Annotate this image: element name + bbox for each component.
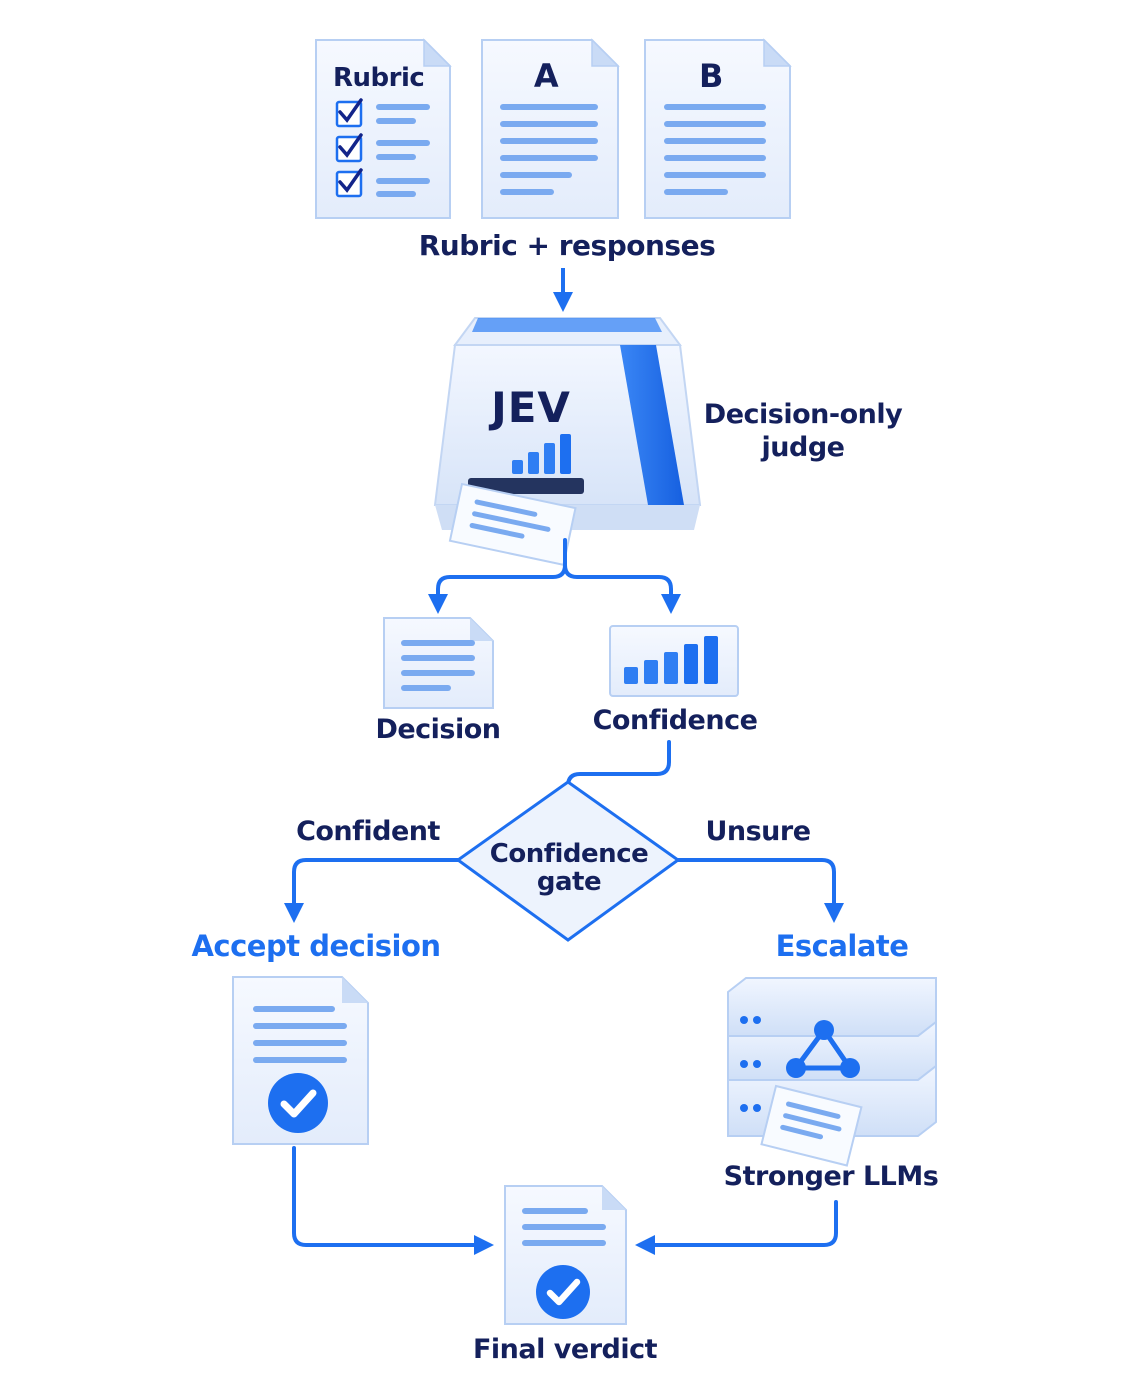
decision-label: Decision [375,714,501,745]
check-circle-icon [536,1265,590,1319]
judge-caption-line1: Decision-only [703,399,903,430]
final-verdict-document [504,1185,627,1325]
judge-name: JEV [491,383,571,432]
unsure-branch-label: Unsure [705,816,811,847]
escalate-label: Escalate [775,929,909,963]
decision-document [383,617,494,709]
bar-chart-icon [624,636,718,684]
final-verdict-label: Final verdict [472,1334,658,1365]
accept-decision-label: Accept decision [191,929,441,963]
response-b-document [644,38,792,219]
split-connector [428,538,681,614]
printed-sheet [760,1084,863,1167]
confidence-label: Confidence [592,705,758,736]
gate-branches [284,858,844,923]
server-stack-icon [727,977,937,1167]
gate-label-line2: gate [536,867,602,897]
response-a-document [481,38,620,219]
stronger-llms-label: Stronger LLMs [723,1161,939,1192]
inputs-caption: Rubric + responses [418,229,716,262]
bar-chart-icon [512,434,571,474]
checklist-icon [335,98,430,198]
printer-icon [433,317,702,567]
response-a-label: A [533,57,559,95]
accepted-document [232,976,369,1145]
judge-caption-line2: judge [761,432,845,463]
confidence-card [609,625,739,697]
merge-connector [292,1146,838,1255]
confident-branch-label: Confident [296,816,440,847]
network-icon [786,1020,860,1078]
confidence-gate-diamond [455,780,681,942]
response-b-label: B [699,57,723,95]
arrow-to-gate [566,740,671,790]
gate-label-line1: Confidence [489,839,649,869]
check-circle-icon [268,1073,328,1133]
rubric-title: Rubric [333,63,425,93]
printed-sheet [448,482,577,567]
rubric-document [315,38,452,219]
